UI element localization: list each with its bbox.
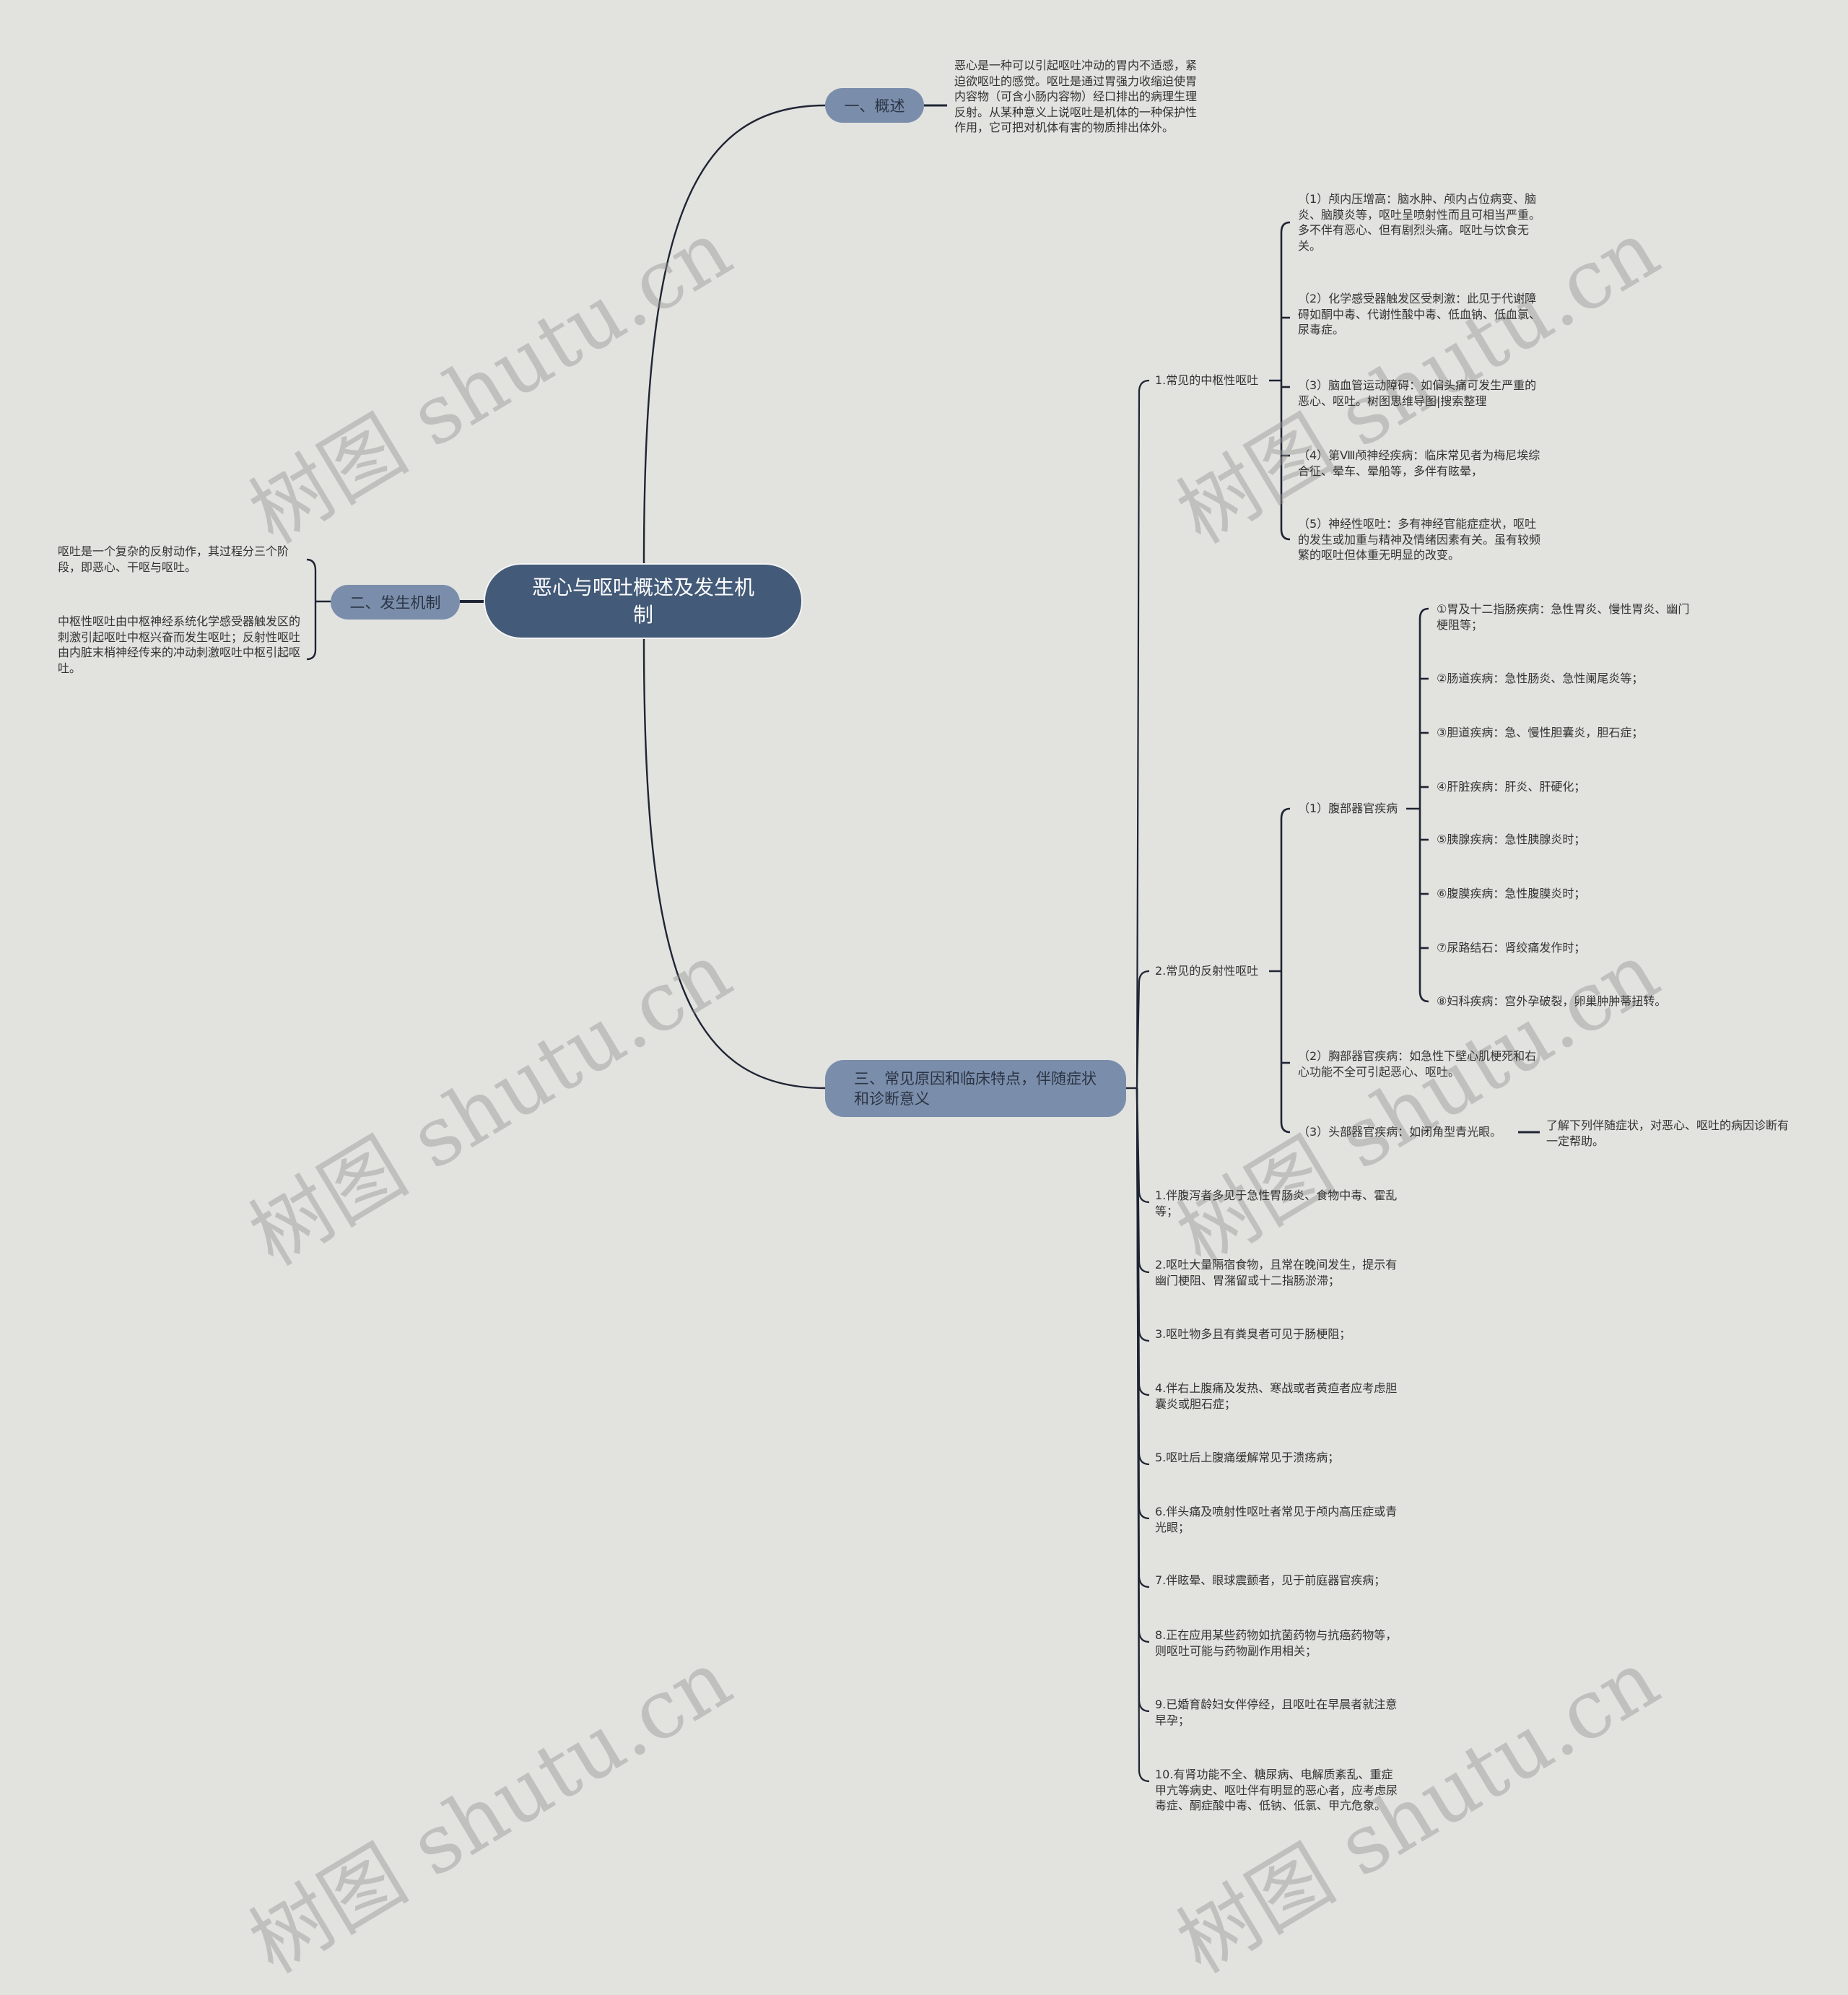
central-item: （4）第Ⅷ颅神经疾病：临床常见者为梅尼埃综合征、晕车、晕船等，多伴有眩晕，	[1298, 448, 1540, 478]
symptom-item: 7.伴眩晕、眼球震颤者，见于前庭器官疾病；	[1155, 1573, 1386, 1587]
abdominal-item: ④肝脏疾病：肝炎、肝硬化；	[1437, 780, 1586, 794]
abdominal-bracket	[1418, 607, 1429, 1003]
mechanism-label: 二、发生机制	[349, 594, 441, 612]
mechanism-item: 中枢性呕吐由中枢神经系统化学感受器触发区的刺激引起呕吐中枢兴奋而发生呕吐；反射性…	[58, 614, 301, 675]
symptom-item: 10.有肾功能不全、糖尿病、电解质紊乱、重症甲亢等病史、呕吐伴有明显的恶心者，应…	[1155, 1768, 1398, 1812]
mechanism-node[interactable]: 二、发生机制	[331, 585, 460, 620]
chest-item: （2）胸部器官疾病：如急性下壁心肌梗死和右心功能不全可引起恶心、呕吐。	[1298, 1049, 1537, 1079]
symptom-item: 2.呕吐大量隔宿食物，且常在晚间发生，提示有幽门梗阻、胃潴留或十二指肠淤滞；	[1155, 1258, 1398, 1287]
causes-node[interactable]: 三、常见原因和临床特点，伴随症状和诊断意义	[825, 1060, 1126, 1117]
causes-branch	[1136, 1087, 1150, 1783]
symptom-item: 1.伴腹泻者多见于急性胃肠炎、食物中毒、霍乱等；	[1155, 1188, 1398, 1218]
root-overview-link	[642, 104, 826, 564]
symptom-item: 9.已婚育龄妇女伴停经，且呕吐在早晨者就注意早孕；	[1155, 1698, 1398, 1727]
root-node[interactable]: 恶心与呕吐概述及发生机制	[484, 563, 803, 639]
head-note: 了解下列伴随症状，对恶心、呕吐的病因诊断有一定帮助。	[1546, 1118, 1790, 1148]
abdominal-node[interactable]: （1）腹部器官疾病	[1298, 801, 1398, 815]
causes-label: 三、常见原因和临床特点，伴随症状和诊断意义	[854, 1069, 1097, 1108]
abdominal-item: ⑦尿路结石：肾绞痛发作时；	[1437, 941, 1586, 955]
mechanism-item: 呕吐是一个复杂的反射动作，其过程分三个阶段，即恶心、干呕与呕吐。	[58, 544, 289, 574]
symptom-item: 8.正在应用某些药物如抗菌药物与抗癌药物等，则呕吐可能与药物副作用相关；	[1155, 1628, 1398, 1658]
symptom-item: 5.呕吐后上腹痛缓解常见于溃疡病；	[1155, 1451, 1340, 1464]
reflex-vomiting-node[interactable]: 2.常见的反射性呕吐	[1155, 964, 1259, 978]
abdominal-item: ③胆道疾病：急、慢性胆囊炎，胆石症；	[1437, 726, 1644, 739]
symptom-item: 6.伴头痛及喷射性呕吐者常见于颅内高压症或青光眼；	[1155, 1505, 1398, 1534]
overview-text: 恶心是一种可以引起呕吐冲动的胃内不适感，紧迫欲呕吐的感觉。呕吐是通过胃强力收缩迫…	[954, 58, 1198, 134]
abdominal-item: ②肠道疾病：急性肠炎、急性阑尾炎等；	[1437, 671, 1644, 685]
abdominal-item: ①胃及十二指肠疾病：急性胃炎、慢性胃炎、幽门梗阻等；	[1437, 602, 1690, 632]
causes-branch	[1136, 379, 1150, 1089]
causes-branch	[1136, 970, 1150, 1089]
symptom-item: 3.呕吐物多且有粪臭者可见于肠梗阻；	[1155, 1327, 1351, 1341]
overview-label: 一、概述	[844, 97, 905, 115]
mechanism-bracket	[306, 558, 331, 661]
central-vomiting-node[interactable]: 1.常见的中枢性呕吐	[1155, 373, 1259, 387]
root-title: 恶心与呕吐概述及发生机制	[531, 575, 754, 627]
symptom-item: 4.伴右上腹痛及发热、寒战或者黄疸者应考虑胆囊炎或胆石症；	[1155, 1381, 1398, 1411]
reflex-bracket	[1280, 807, 1291, 1134]
abdominal-item: ⑥腹膜疾病：急性腹膜炎时；	[1437, 887, 1586, 900]
central-bracket	[1280, 221, 1291, 541]
central-item: （5）神经性呕吐：多有神经官能症症状，呕吐的发生或加重与精神及情绪因素有关。虽有…	[1298, 517, 1541, 562]
head-item[interactable]: （3）头部器官疾病：如闭角型青光眼。	[1298, 1125, 1502, 1139]
causes-branch	[1136, 1087, 1150, 1204]
central-item: （2）化学感受器触发区受刺激：此见于代谢障碍如酮中毒、代谢性酸中毒、低血钠、低血…	[1298, 292, 1541, 336]
central-item: （1）颅内压增高：脑水肿、颅内占位病变、脑炎、脑膜炎等，呕吐呈喷射性而且可相当严…	[1298, 192, 1541, 253]
abdominal-item: ⑤胰腺疾病：急性胰腺炎时；	[1437, 833, 1586, 846]
root-causes-link	[642, 638, 826, 1090]
abdominal-item: ⑧妇科疾病：宫外孕破裂，卵巢肿肿蒂扭转。	[1437, 994, 1667, 1008]
overview-node[interactable]: 一、概述	[825, 88, 924, 123]
central-item: （3）脑血管运动障碍：如偏头痛可发生严重的恶心、呕吐。树图思维导图|搜索整理	[1298, 378, 1537, 408]
connector-lines	[306, 104, 1540, 1783]
